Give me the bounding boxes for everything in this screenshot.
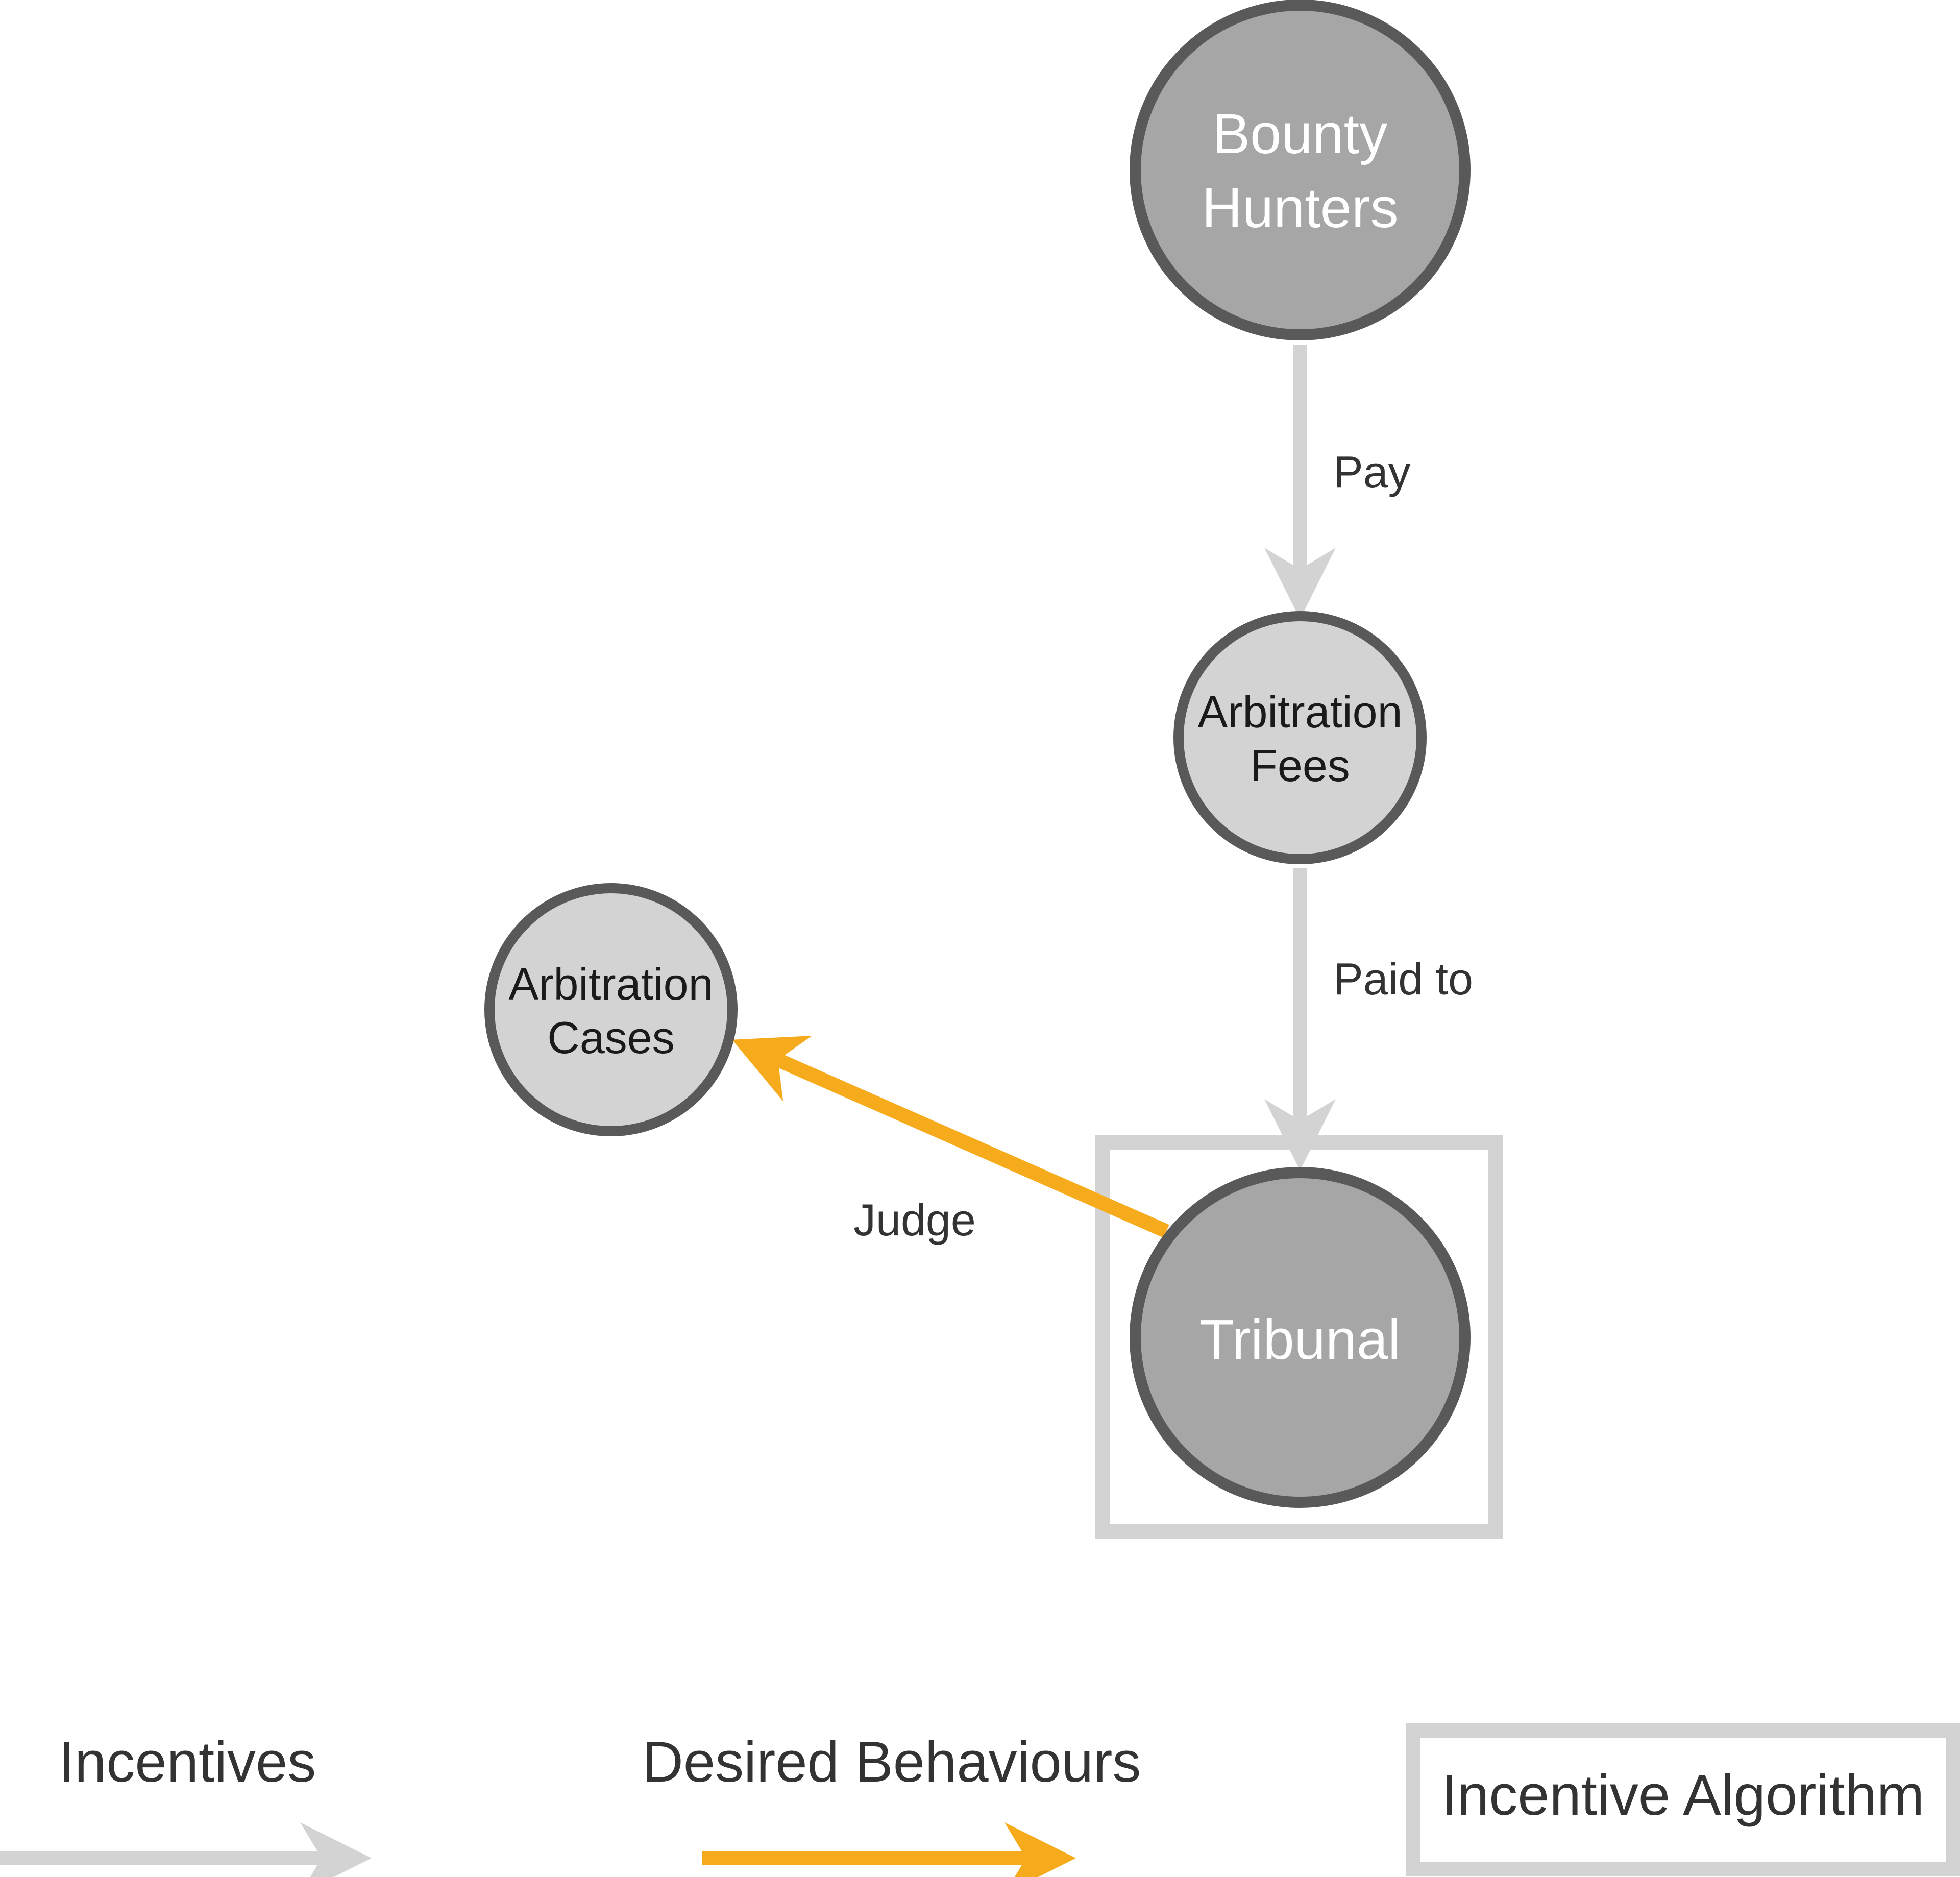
edge-judge-arrow — [732, 1036, 1169, 1238]
legend-incentives-label: Incentives — [59, 1730, 316, 1794]
node-arbitration-cases-line2: Cases — [547, 1012, 674, 1063]
node-arbitration-cases: Arbitration Cases — [484, 883, 738, 1136]
node-arbitration-fees: Arbitration Fees — [1173, 611, 1427, 864]
node-tribunal-label: Tribunal — [1199, 1308, 1400, 1371]
node-arbitration-fees-line2: Fees — [1250, 740, 1350, 791]
node-bounty-hunters-line2: Hunters — [1202, 177, 1398, 239]
edge-judge-label: Judge — [853, 1195, 976, 1245]
node-arbitration-cases-line1: Arbitration — [508, 959, 713, 1009]
node-bounty-hunters-line1: Bounty — [1213, 103, 1387, 165]
legend-incentive-algorithm-label: Incentive Algorithm — [1441, 1763, 1924, 1827]
edge-paid-to-label: Paid to — [1333, 954, 1473, 1004]
legend-incentive-algorithm-box — [1406, 1723, 1960, 1876]
legend-desired-behaviours: Desired Behaviours — [642, 1730, 1141, 1877]
node-bounty-hunters: Bounty Hunters — [1130, 0, 1471, 340]
legend-incentives: Incentives — [0, 1730, 372, 1877]
legend-incentive-algorithm: Incentive Algorithm — [1406, 1723, 1960, 1876]
edge-pay-label: Pay — [1333, 447, 1411, 497]
legend-desired-behaviours-label: Desired Behaviours — [642, 1730, 1141, 1794]
node-tribunal: Tribunal — [1130, 1167, 1471, 1508]
node-arbitration-fees-line1: Arbitration — [1197, 687, 1402, 737]
